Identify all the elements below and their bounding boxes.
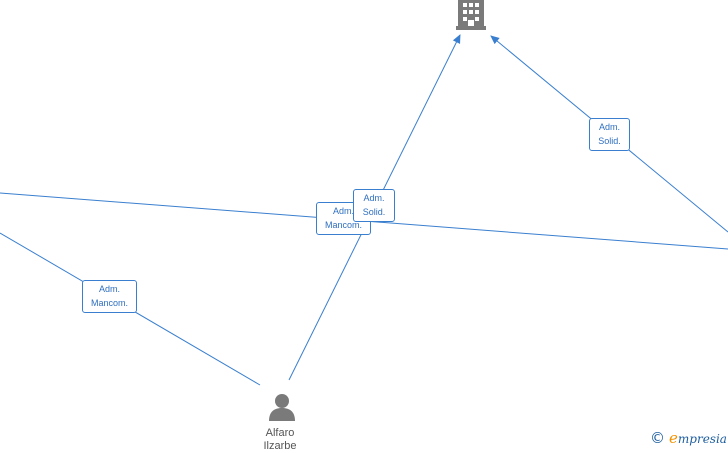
edge-label-line2: Solid. <box>362 207 386 217</box>
person-icon[interactable] <box>269 394 295 421</box>
copyright-symbol: © <box>650 429 665 447</box>
person-name[interactable]: Alfaro Ilzarbe <box>254 427 306 453</box>
edge-label-line2: Mancom. <box>324 220 362 230</box>
edge-label-solid-right[interactable]: Adm. Solid. <box>589 118 630 151</box>
edge-label-solid-mid[interactable]: Adm. Solid. <box>353 189 395 222</box>
edge-label-line1: Adm. <box>363 193 385 203</box>
edge-label-line1: Adm. <box>598 122 620 132</box>
building-icon[interactable] <box>456 0 486 30</box>
edge-label-line1: Adm. <box>98 284 120 294</box>
edge-label-line2: Solid. <box>598 136 621 146</box>
edge-label-line2: Mancom. <box>90 298 128 308</box>
edge-label-mancom-left[interactable]: Adm. Mancom. <box>82 280 137 313</box>
brand-initial: e <box>669 429 678 447</box>
empresia-logo: empresia <box>669 429 727 447</box>
brand-rest: mpresia <box>677 432 727 446</box>
person-name-line2: Ilzarbe <box>263 440 297 452</box>
edge-label-line1: Adm. <box>332 206 354 216</box>
person-name-line1: Alfaro <box>265 427 295 439</box>
